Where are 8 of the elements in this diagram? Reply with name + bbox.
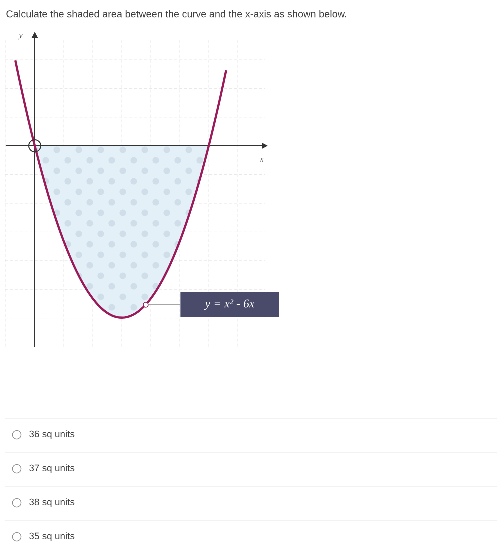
answer-option: 36 sq units <box>30 430 75 440</box>
answer-option: 35 sq units <box>30 532 75 542</box>
answer-option: 37 sq units <box>30 464 75 474</box>
curve-point <box>143 302 149 308</box>
leader-line <box>148 304 181 306</box>
title: Calculate the shaded area between the curve and the x-axis as shown below. <box>6 10 346 18</box>
equation-label: y = x² - 6x <box>180 292 280 318</box>
answer-option: 38 sq units <box>30 498 75 508</box>
